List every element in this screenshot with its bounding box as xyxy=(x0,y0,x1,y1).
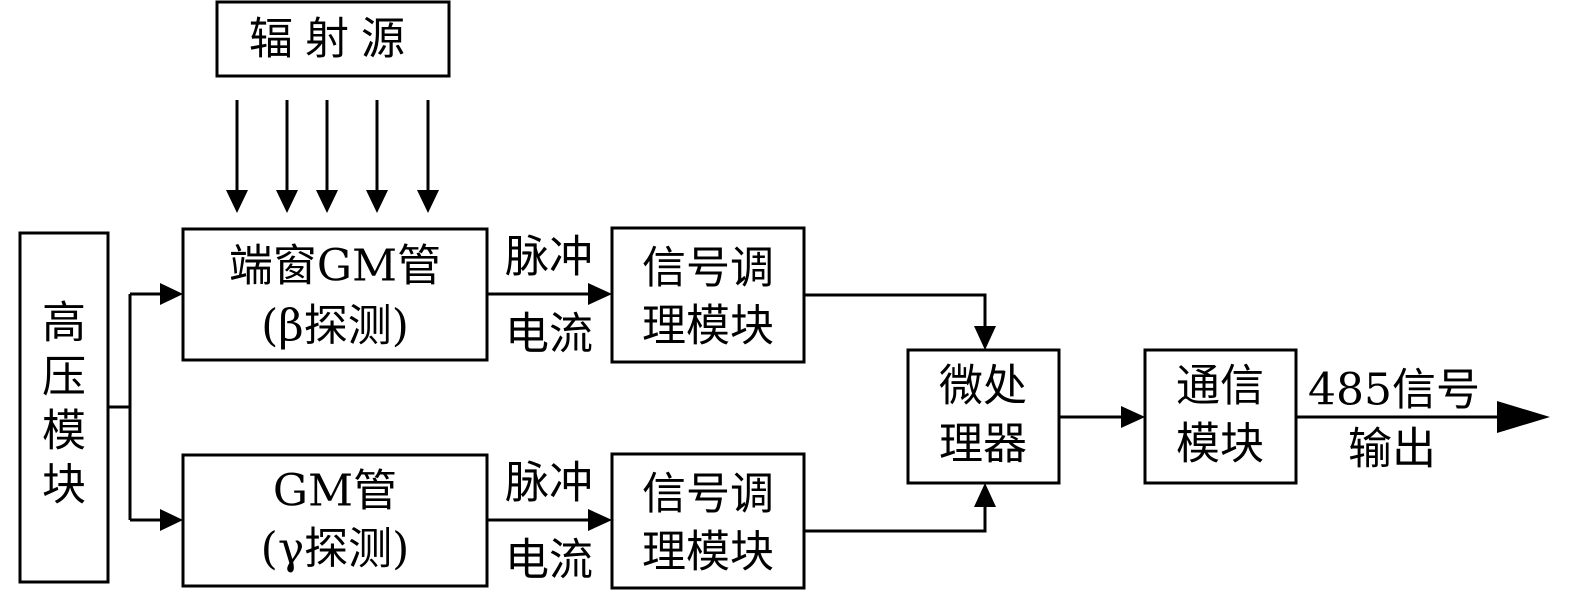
microprocessor-line1: 微处 xyxy=(939,361,1027,412)
radiation-arrows xyxy=(226,100,439,213)
communication-module-line1: 通信 xyxy=(1176,361,1264,412)
signal-conditioning-top-line2: 理模块 xyxy=(642,301,774,352)
pulse-current-top: 脉冲 电流 xyxy=(487,232,612,360)
pulse-current-top-line1: 脉冲 xyxy=(505,232,593,283)
signal-conditioning-bottom-line2: 理模块 xyxy=(642,527,774,578)
signal-conditioning-bottom-block: 信号调 理模块 xyxy=(610,452,806,590)
beta-gm-tube-line2: (β探测) xyxy=(261,301,409,352)
high-voltage-char-2: 压 xyxy=(42,352,86,403)
signal-conditioning-bottom-line1: 信号调 xyxy=(642,469,774,520)
output-label-line2: 输出 xyxy=(1348,424,1436,475)
signal-to-mcu-wires xyxy=(804,293,996,533)
high-voltage-char-1: 高 xyxy=(42,298,86,349)
communication-module-block: 通信 模块 xyxy=(1143,348,1298,485)
radiation-source-label: 辐射源 xyxy=(249,14,417,65)
pulse-current-top-line2: 电流 xyxy=(505,309,593,360)
signal-conditioning-top-line1: 信号调 xyxy=(642,243,774,294)
communication-module-line2: 模块 xyxy=(1176,419,1264,470)
gamma-gm-tube-line1: GM管 xyxy=(273,466,397,517)
signal-conditioning-top-block: 信号调 理模块 xyxy=(610,226,806,364)
pulse-current-bottom: 脉冲 电流 xyxy=(487,458,612,586)
microprocessor-line2: 理器 xyxy=(939,419,1027,470)
pulse-current-bottom-line2: 电流 xyxy=(505,535,593,586)
mcu-to-comm-arrow xyxy=(1059,406,1145,428)
radiation-source-block: 辐射源 xyxy=(215,0,451,78)
gamma-gm-tube-block: GM管 (γ探测) xyxy=(181,453,489,588)
gamma-gm-tube-line2: (γ探测) xyxy=(261,524,410,575)
hv-branch-wires xyxy=(108,283,183,531)
microprocessor-block: 微处 理器 xyxy=(906,348,1061,485)
beta-gm-tube-block: 端窗GM管 (β探测) xyxy=(181,227,489,362)
high-voltage-char-3: 模 xyxy=(42,406,86,457)
output-arrow: 485信号 输出 xyxy=(1296,365,1550,475)
high-voltage-char-4: 块 xyxy=(42,460,86,511)
high-voltage-block: 高 压 模 块 xyxy=(18,231,110,584)
pulse-current-bottom-line1: 脉冲 xyxy=(505,458,593,509)
output-label-line1: 485信号 xyxy=(1308,365,1480,416)
beta-gm-tube-line1: 端窗GM管 xyxy=(229,241,441,292)
